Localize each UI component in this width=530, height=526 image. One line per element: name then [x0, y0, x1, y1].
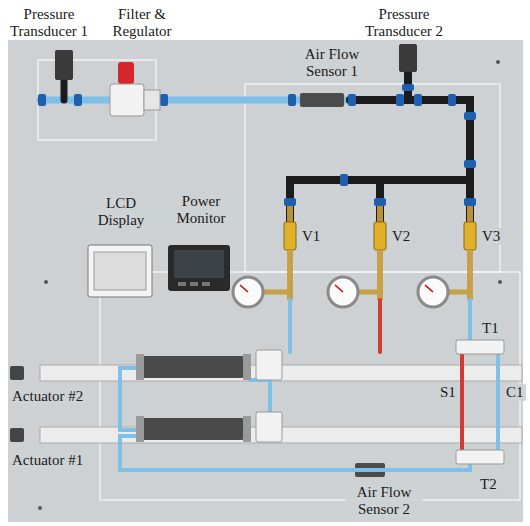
lower-tubing [120, 436, 470, 470]
part-label: V2 [390, 228, 412, 245]
panel [44, 280, 48, 284]
valve [284, 222, 296, 250]
pneumatic-actuator [136, 416, 144, 442]
pneumatic-actuator [136, 350, 282, 442]
part-label: T2 [478, 476, 499, 493]
lower-tubing [468, 300, 472, 340]
region-outline [245, 84, 500, 272]
power-monitor [202, 282, 210, 286]
push-connector [464, 198, 476, 206]
power-monitor [174, 250, 224, 278]
panel [496, 60, 500, 64]
filter-regulator [144, 90, 160, 110]
upper-tubing [61, 80, 68, 100]
pressure-gauge [233, 277, 448, 307]
din-rail [10, 366, 24, 380]
pneumatic-actuator [243, 354, 251, 380]
pressure-gauge [240, 285, 433, 292]
panel [38, 506, 42, 510]
pressure-transducer [399, 44, 417, 72]
tee-fitting [456, 340, 504, 354]
part-label: V3 [480, 228, 502, 245]
push-connector [160, 94, 168, 106]
filter-regulator [110, 62, 160, 116]
part-label: Air Flow Sensor 2 [345, 484, 423, 518]
air-flow-sensor [300, 93, 385, 477]
lcd-display [94, 252, 146, 290]
push-connector [288, 94, 296, 106]
push-connector [74, 94, 82, 106]
lower-tubing [460, 354, 464, 450]
part-label: Filter & Regulator [100, 6, 184, 40]
push-connector [448, 94, 456, 106]
din-rail [10, 428, 24, 442]
pneumatic-actuator [136, 354, 144, 380]
part-label: V1 [300, 228, 322, 245]
filter-regulator [118, 62, 134, 84]
part-label: Actuator #1 [10, 452, 85, 469]
valve [287, 206, 293, 222]
push-connector [340, 174, 348, 186]
filter-regulator [110, 84, 144, 116]
lcd-display [88, 245, 152, 297]
panel [498, 280, 502, 284]
valve [467, 206, 473, 222]
push-connector [396, 94, 404, 106]
pneumatic-actuator [140, 418, 245, 440]
lower-tubing [496, 354, 500, 450]
part-label: Air Flow Sensor 1 [292, 46, 372, 80]
valve [374, 222, 386, 250]
lower-tubing [378, 300, 382, 352]
panel [8, 40, 523, 522]
power-monitor [190, 282, 198, 286]
pneumatic-actuator [256, 350, 282, 380]
push-connector [464, 160, 476, 168]
valve [377, 206, 383, 222]
part-label: S1 [438, 384, 458, 401]
panel [8, 40, 523, 522]
upper-tubing [380, 180, 470, 222]
part-label: Power Monitor [166, 193, 236, 227]
part-label: Pressure Transducer 1 [2, 6, 96, 40]
power-monitor [168, 245, 230, 291]
push-connector [348, 94, 356, 106]
push-connector [402, 84, 414, 91]
lower-tubing [288, 300, 292, 352]
power-monitor [168, 245, 230, 291]
push-connector [464, 112, 476, 120]
tee-fitting [456, 340, 504, 464]
part-label: LCD Display [86, 195, 156, 229]
pressure-transducer [55, 44, 417, 80]
push-connector [38, 84, 476, 206]
lower-tubing [120, 300, 498, 470]
air-flow-sensor [300, 93, 344, 107]
push-connector [374, 198, 386, 206]
pneumatic-actuator [243, 416, 251, 442]
power-monitor [178, 282, 186, 286]
part-label: Actuator #2 [10, 388, 85, 405]
push-connector [284, 198, 296, 206]
push-connector [414, 94, 422, 106]
pneumatic-actuator [140, 356, 245, 378]
upper-tubing [290, 100, 470, 222]
valve [464, 222, 476, 250]
part-label: Pressure Transducer 2 [356, 6, 452, 40]
part-label: T1 [480, 320, 501, 337]
part-label: C1 [504, 384, 526, 401]
lcd-display [88, 245, 152, 297]
region-outline [100, 272, 520, 500]
push-connector [38, 94, 46, 106]
tee-fitting [456, 450, 504, 464]
pneumatic-actuator [256, 412, 282, 442]
pressure-transducer [55, 50, 73, 80]
